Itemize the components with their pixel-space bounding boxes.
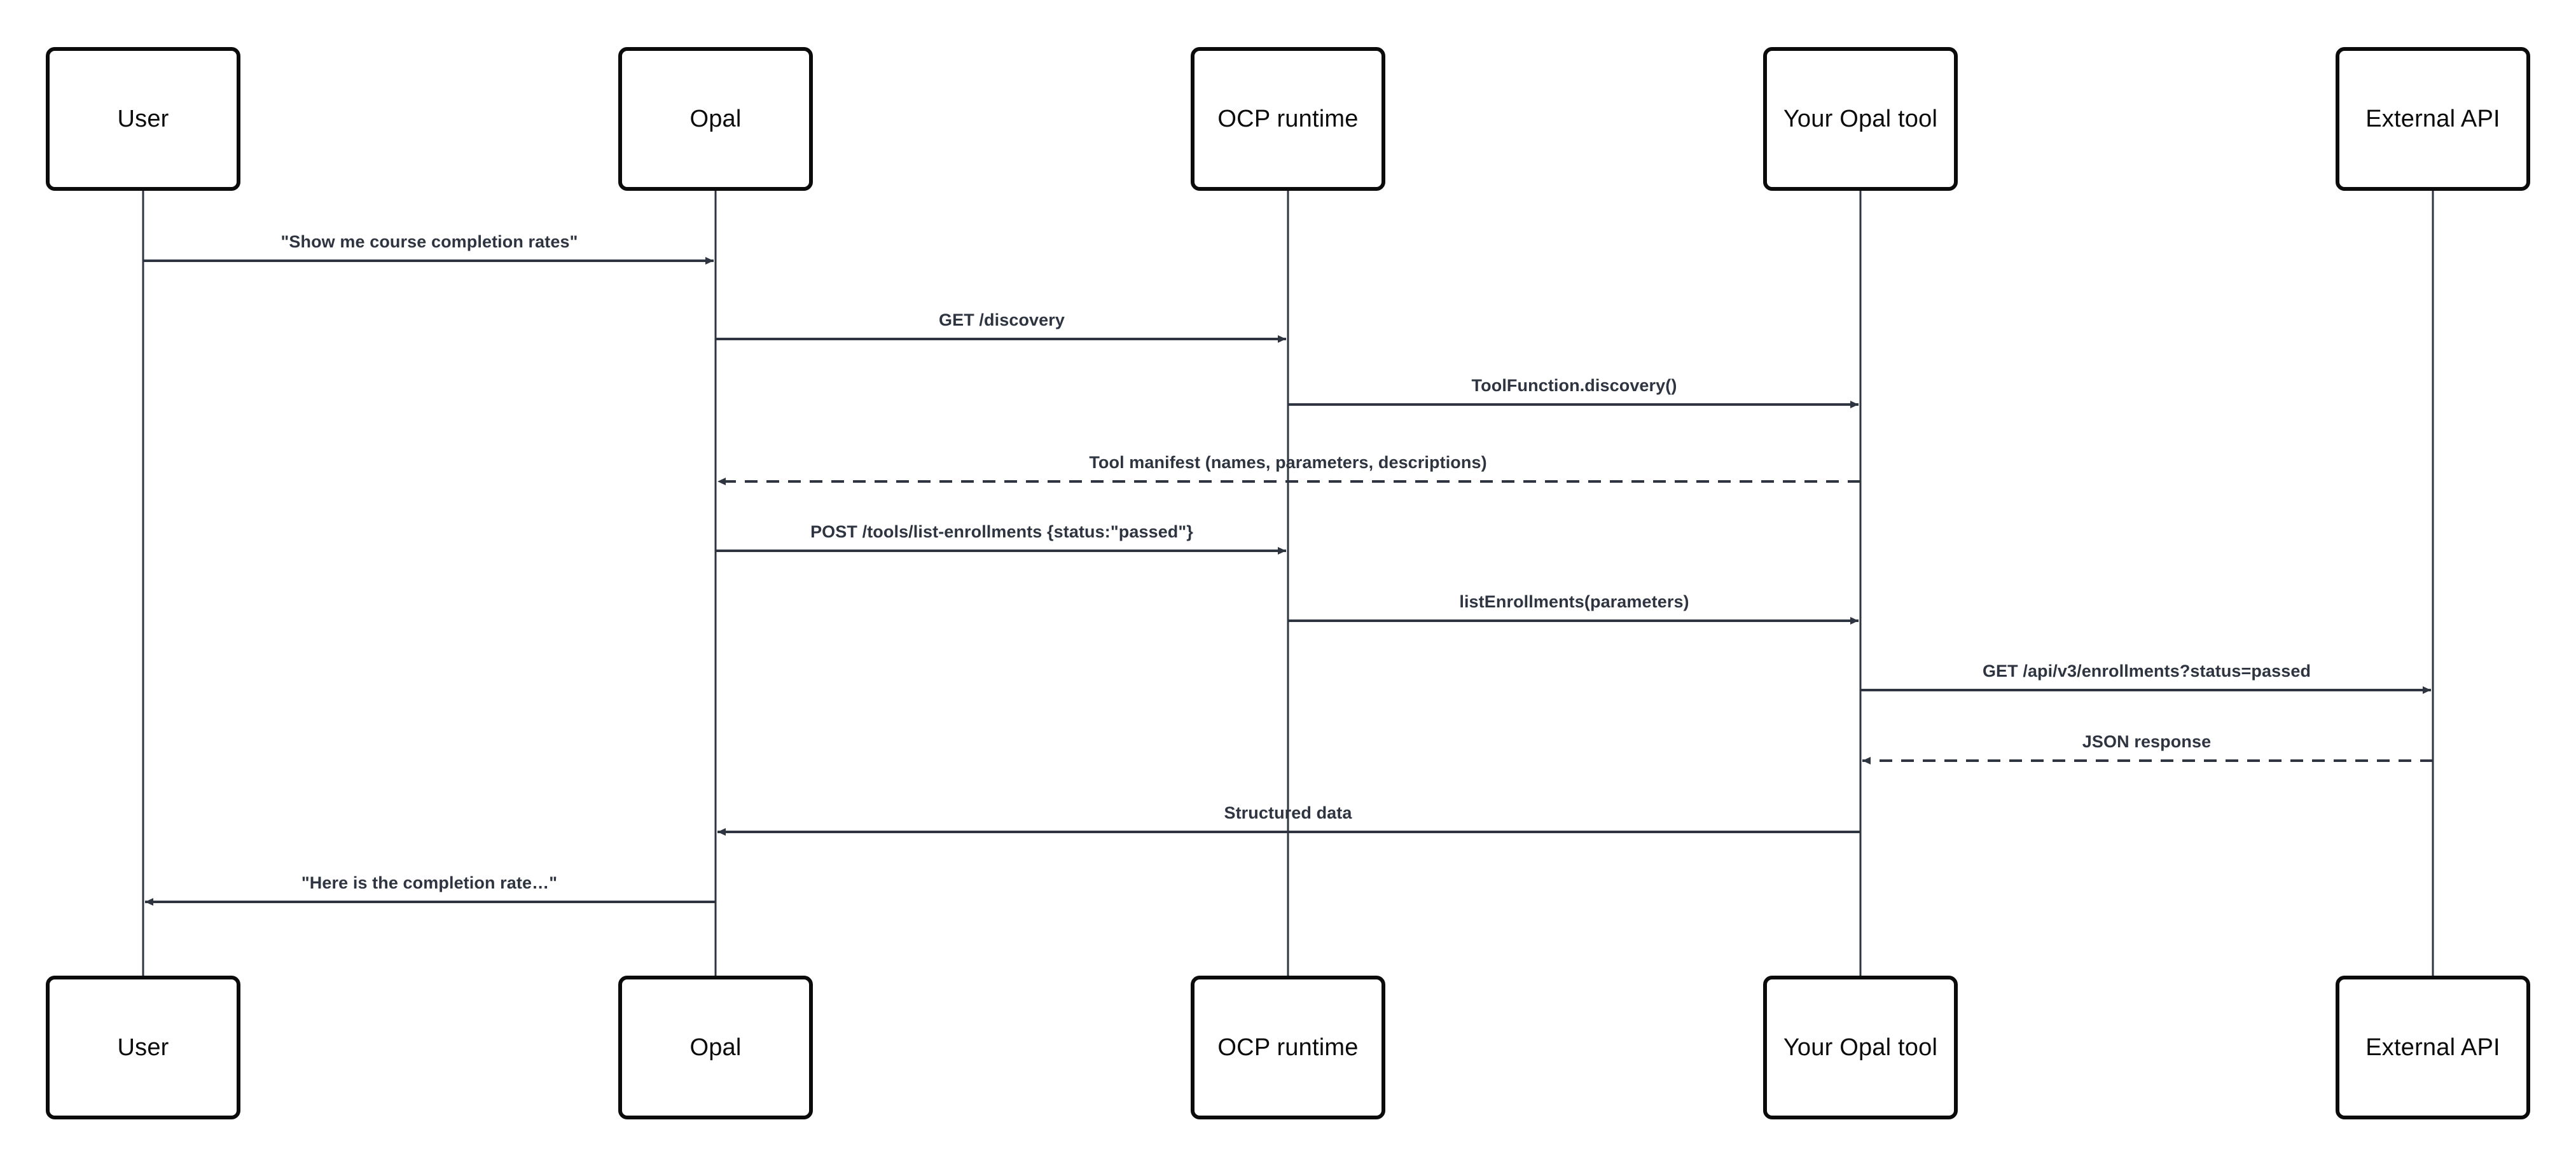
participant-box-opal-bottom[interactable]: Opal (618, 976, 813, 1119)
message-label-4: Tool manifest (names, parameters, descri… (1089, 453, 1487, 472)
participant-box-tool-top[interactable]: Your Opal tool (1763, 47, 1958, 191)
participant-label-tool: Your Opal tool (1783, 105, 1938, 132)
participant-box-api-bottom[interactable]: External API (2336, 976, 2530, 1119)
message-arrows-group (143, 257, 2433, 906)
participant-label-opal: Opal (689, 105, 742, 132)
participant-label-tool: Your Opal tool (1783, 1034, 1938, 1061)
participant-box-ocp-top[interactable]: OCP runtime (1191, 47, 1385, 191)
participant-label-user: User (117, 105, 169, 132)
participant-box-user-bottom[interactable]: User (46, 976, 240, 1119)
message-label-6: listEnrollments(parameters) (1459, 592, 1689, 611)
message-label-3: ToolFunction.discovery() (1471, 376, 1677, 395)
participant-box-tool-bottom[interactable]: Your Opal tool (1763, 976, 1958, 1119)
message-label-8: JSON response (2082, 732, 2212, 751)
participant-label-ocp: OCP runtime (1217, 1034, 1359, 1061)
participant-label-user: User (117, 1034, 169, 1061)
participant-box-opal-top[interactable]: Opal (618, 47, 813, 191)
participant-box-api-top[interactable]: External API (2336, 47, 2530, 191)
participant-label-api: External API (2365, 1034, 2500, 1061)
participant-label-api: External API (2365, 105, 2500, 132)
participant-label-ocp: OCP runtime (1217, 105, 1359, 132)
participant-label-opal: Opal (689, 1034, 742, 1061)
message-label-2: GET /discovery (939, 310, 1065, 329)
message-label-7: GET /api/v3/enrollments?status=passed (1982, 661, 2311, 681)
message-label-1: "Show me course completion rates" (280, 232, 578, 251)
message-label-10: "Here is the completion rate…" (301, 873, 558, 892)
participant-box-ocp-bottom[interactable]: OCP runtime (1191, 976, 1385, 1119)
participant-box-user-top[interactable]: User (46, 47, 240, 191)
lifelines-group (142, 191, 2434, 976)
message-label-9: Structured data (1224, 803, 1352, 822)
message-label-5: POST /tools/list-enrollments {status:"pa… (810, 522, 1193, 541)
